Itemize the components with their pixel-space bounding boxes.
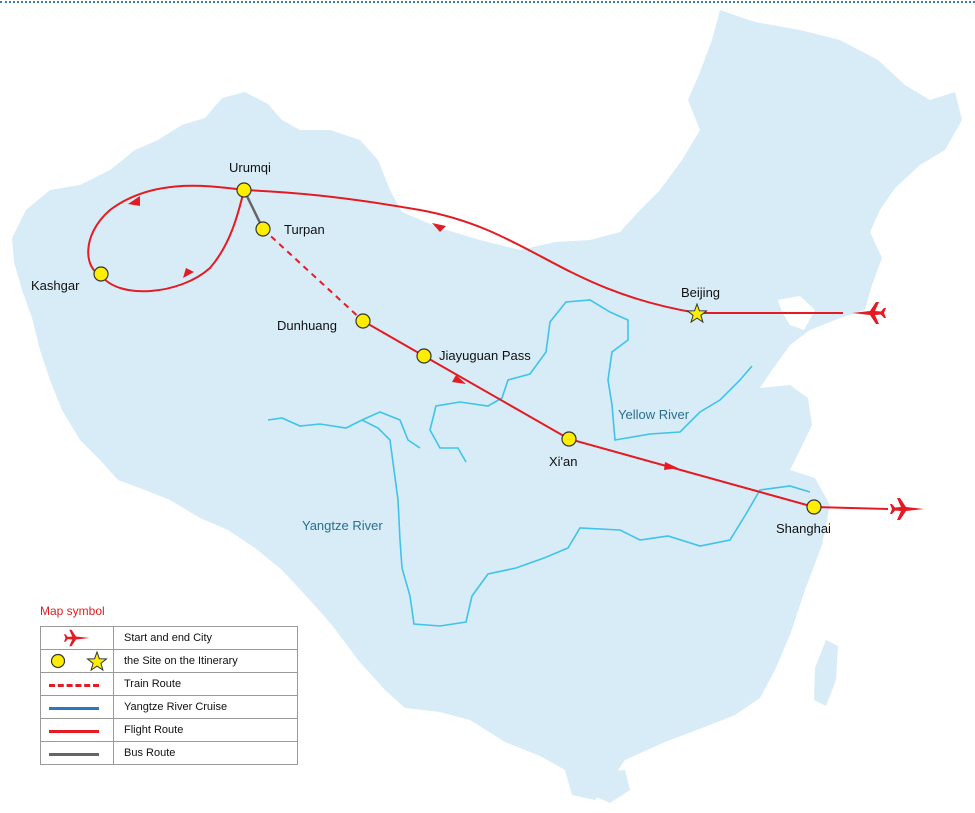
china-landmass <box>12 10 962 800</box>
legend-row: Flight Route <box>40 718 298 742</box>
legend-symbol <box>40 649 114 673</box>
river-cruise-line <box>49 707 99 710</box>
legend-symbol <box>40 672 114 696</box>
jiayuguan-site-marker <box>416 348 432 364</box>
route-arrow <box>664 462 678 470</box>
legend-row: the Site on the Itinerary <box>40 649 298 673</box>
yellow-river <box>429 299 753 463</box>
xian-site-marker <box>561 431 577 447</box>
legend-row: Yangtze River Cruise <box>40 695 298 719</box>
shanghai-label: Shanghai <box>776 521 831 536</box>
site-circle-and-star-icon <box>50 650 108 672</box>
legend-label: Flight Route <box>113 718 298 742</box>
bus-route-line <box>49 753 99 756</box>
dunhuang-label: Dunhuang <box>277 318 337 333</box>
dunhuang-site-marker <box>355 313 371 329</box>
taiwan-island <box>814 640 838 706</box>
yellow-river-label: Yellow River <box>618 407 690 422</box>
xian-label: Xi'an <box>549 454 578 469</box>
yangtze-tributary <box>361 411 421 449</box>
kashgar-site-marker <box>93 266 109 282</box>
route-arrow <box>128 196 140 206</box>
yangtze-river-label: Yangtze River <box>302 518 383 533</box>
plane-icon <box>64 629 90 647</box>
legend-symbol <box>40 695 114 719</box>
legend-label: the Site on the Itinerary <box>113 649 298 673</box>
legend-label: Yangtze River Cruise <box>113 695 298 719</box>
legend-row: Bus Route <box>40 741 298 765</box>
map-legend: Start and end City the Site on the Itine… <box>40 626 298 765</box>
flight-route-beijing-urumqi <box>243 189 843 314</box>
urumqi-site-marker <box>236 182 252 198</box>
legend-title: Map symbol <box>40 604 105 618</box>
legend-row: Start and end City <box>40 626 298 650</box>
hainan-island <box>594 770 630 803</box>
beijing-star-icon <box>686 302 708 324</box>
legend-symbol <box>40 718 114 742</box>
legend-label: Start and end City <box>113 626 298 650</box>
turpan-site-marker <box>255 221 271 237</box>
flight-route-line <box>49 730 99 733</box>
plane-icon <box>852 302 886 324</box>
urumqi-label: Urumqi <box>229 160 271 175</box>
beijing-label: Beijing <box>681 285 720 300</box>
shanghai-site-marker <box>806 499 822 515</box>
kashgar-label: Kashgar <box>31 278 80 293</box>
top-dotted-border <box>0 1 975 3</box>
train-route-line <box>49 684 99 687</box>
jiayuguan-label: Jiayuguan Pass <box>439 348 531 363</box>
legend-label: Train Route <box>113 672 298 696</box>
legend-symbol <box>40 626 114 650</box>
legend-symbol <box>40 741 114 765</box>
plane-icon <box>890 498 924 520</box>
route-arrow <box>183 268 194 278</box>
turpan-label: Turpan <box>284 222 325 237</box>
train-route-turpan-dunhuang <box>262 228 364 322</box>
legend-row: Train Route <box>40 672 298 696</box>
route-arrow <box>452 375 466 384</box>
legend-label: Bus Route <box>113 741 298 765</box>
route-arrow <box>432 223 446 232</box>
